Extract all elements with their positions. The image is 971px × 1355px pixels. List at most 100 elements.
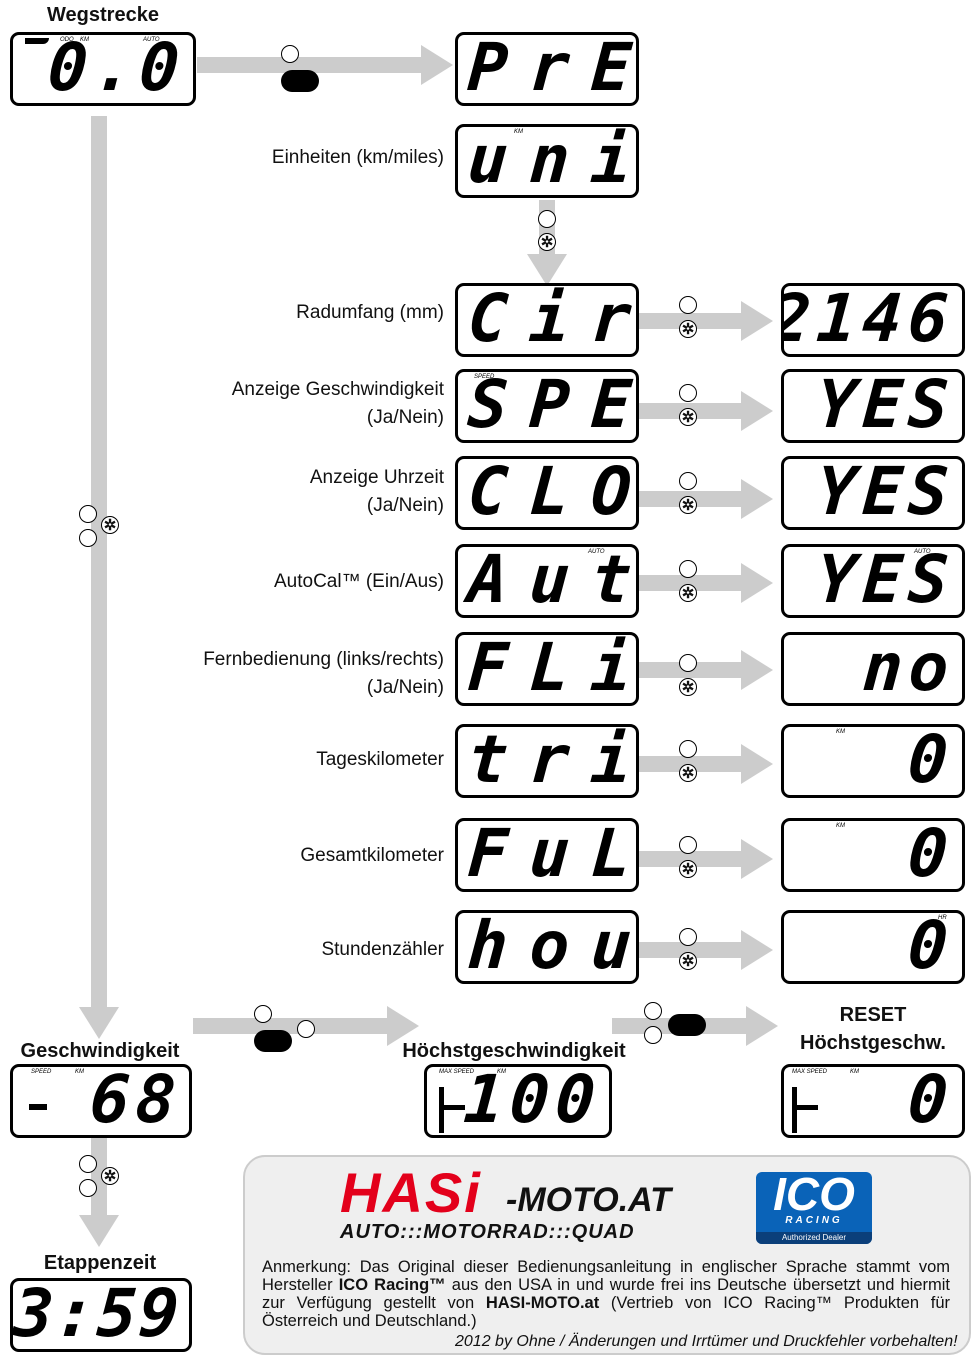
arrow-main-vertical bbox=[79, 116, 119, 1039]
lcd-max-arrow-icon-bar bbox=[439, 1105, 465, 1110]
note-text-a: Anmerkung: Das Original dieser Bedienung… bbox=[262, 1258, 950, 1294]
lcd-trip-value: KM 0 bbox=[781, 724, 965, 798]
button-circle-icon bbox=[79, 1179, 97, 1197]
lcd-value: 23:59 bbox=[10, 1278, 184, 1352]
lcd-value: unit bbox=[465, 124, 639, 198]
button-hold-icon bbox=[254, 1030, 292, 1052]
lcd-flip-value: no bbox=[781, 632, 965, 706]
button-star-icon: ✲ bbox=[101, 1167, 119, 1185]
lcd-value: 0.0 bbox=[45, 32, 188, 106]
title-reset-hoechstgeschw: Höchstgeschw. bbox=[800, 1032, 946, 1054]
button-star-icon: ✲ bbox=[679, 764, 697, 782]
lcd-bar-icon bbox=[25, 38, 49, 44]
lcd-value: 68 bbox=[86, 1064, 184, 1138]
lcd-value: 100 bbox=[461, 1064, 604, 1138]
lcd-value: YES bbox=[814, 369, 957, 443]
lcd-auto-value: AUTO YES bbox=[781, 544, 965, 618]
button-circle-icon bbox=[254, 1005, 272, 1023]
lcd-full: FuLL bbox=[455, 818, 639, 892]
lcd-value: 0 bbox=[905, 1064, 957, 1138]
button-star-icon: ✲ bbox=[679, 952, 697, 970]
lcd-value: SPEd bbox=[465, 369, 639, 443]
label-full: Gesamtkilometer bbox=[300, 845, 444, 866]
lcd-trip: triP bbox=[455, 724, 639, 798]
arrow-full bbox=[638, 839, 773, 879]
lcd-max-arrow-icon-bar bbox=[792, 1105, 818, 1110]
lcd-pref: PrEF bbox=[455, 32, 639, 106]
lcd-circ: Circ bbox=[455, 283, 639, 357]
ico-logo-text: ICO bbox=[773, 1172, 855, 1220]
lcd-km-tag: KM bbox=[850, 1069, 859, 1075]
label-flip-2: (Ja/Nein) bbox=[366, 677, 444, 698]
lcd-value: FuLL bbox=[465, 818, 639, 892]
lcd-value: 2146 bbox=[781, 283, 957, 357]
lcd-flip: FLiP bbox=[455, 632, 639, 706]
lcd-value: 0 bbox=[905, 818, 957, 892]
lcd-wegstrecke: ODO KM AUTO 0.0 bbox=[10, 32, 196, 106]
hasi-moto-tagline: AUTO:::MOTORRAD:::QUAD bbox=[340, 1221, 635, 1243]
lcd-value: YES bbox=[814, 456, 957, 530]
lcd-km-tag: KM bbox=[80, 37, 89, 43]
lcd-km-tag: KM bbox=[836, 729, 845, 735]
button-hold-icon bbox=[281, 70, 319, 92]
lcd-max-speed-tag: MAX SPEED bbox=[792, 1069, 828, 1075]
button-star-icon: ✲ bbox=[679, 408, 697, 426]
lcd-speed-tag: SPEED bbox=[474, 374, 495, 380]
arrow-circ bbox=[638, 301, 773, 341]
button-circle-icon bbox=[679, 654, 697, 672]
button-circle-icon bbox=[79, 529, 97, 547]
label-clock-2: (Ja/Nein) bbox=[366, 495, 444, 516]
lcd-hour-value: HR 0 bbox=[781, 910, 965, 984]
button-circle-icon bbox=[679, 560, 697, 578]
button-star-icon: ✲ bbox=[538, 233, 556, 251]
button-circle-icon bbox=[538, 210, 556, 228]
arrow-auto bbox=[638, 563, 773, 603]
button-circle-icon bbox=[644, 1026, 662, 1044]
note-text-b: ICO Racing™ bbox=[338, 1276, 446, 1294]
button-circle-icon bbox=[644, 1002, 662, 1020]
lcd-hour: hour bbox=[455, 910, 639, 984]
lcd-value: Auto bbox=[465, 544, 639, 618]
label-autocal: AutoCal™ (Ein/Aus) bbox=[273, 571, 444, 592]
note-text-e: (Vertrieb von ICO Racing™ Produkten für … bbox=[262, 1294, 951, 1330]
button-star-icon: ✲ bbox=[101, 516, 119, 534]
arrow-speed-etappe bbox=[79, 1135, 119, 1247]
lcd-cloc-value: YES bbox=[781, 456, 965, 530]
arrow-speed-max bbox=[193, 1006, 419, 1046]
lcd-value: PrEF bbox=[465, 32, 639, 106]
title-hoechstgeschwindigkeit: Höchstgeschwindigkeit bbox=[402, 1040, 626, 1062]
lcd-km-tag: KM bbox=[75, 1069, 84, 1075]
lcd-value: FLiP bbox=[465, 632, 639, 706]
lcd-full-value: KM 0 bbox=[781, 818, 965, 892]
lcd-speed-tag: SPEED bbox=[31, 1069, 52, 1075]
label-einheiten: Einheiten (km/miles) bbox=[271, 147, 444, 168]
button-star-icon: ✲ bbox=[679, 496, 697, 514]
lcd-auto-tag: AUTO bbox=[914, 549, 931, 555]
button-circle-icon bbox=[679, 740, 697, 758]
lcd-auto-tag: AUTO bbox=[588, 549, 605, 555]
button-circle-icon bbox=[679, 928, 697, 946]
lcd-max-speed: MAX SPEED KM 100 bbox=[424, 1064, 612, 1138]
button-circle-icon bbox=[281, 45, 299, 63]
lcd-value: Circ bbox=[465, 283, 639, 357]
label-flip-1: Fernbedienung (links/rechts) bbox=[203, 649, 444, 670]
ico-logo-racing: RACING bbox=[785, 1215, 843, 1226]
copyright-note: 2012 by Ohne / Änderungen und Irrtümer u… bbox=[455, 1333, 958, 1350]
lcd-km-tag: KM bbox=[497, 1069, 506, 1075]
lcd-value: no bbox=[859, 632, 957, 706]
lcd-hr-tag: HR bbox=[938, 915, 947, 921]
label-hour: Stundenzähler bbox=[321, 939, 444, 960]
title-reset: RESET bbox=[839, 1004, 907, 1026]
lcd-max-arrow-icon bbox=[439, 1087, 444, 1133]
lcd-max-speed-tag: MAX SPEED bbox=[439, 1069, 475, 1075]
lcd-cloc: CLOC bbox=[455, 456, 639, 530]
lcd-value: CLOC bbox=[465, 456, 639, 530]
lcd-value: 0 bbox=[905, 724, 957, 798]
title-etappenzeit: Etappenzeit bbox=[43, 1252, 157, 1274]
label-speed-2: (Ja/Nein) bbox=[366, 407, 444, 428]
label-clock-1: Anzeige Uhrzeit bbox=[309, 467, 444, 488]
label-radumfang: Radumfang (mm) bbox=[296, 302, 444, 323]
button-star-icon: ✲ bbox=[679, 678, 697, 696]
button-circle-icon bbox=[297, 1020, 315, 1038]
lcd-value: YES bbox=[814, 544, 957, 618]
